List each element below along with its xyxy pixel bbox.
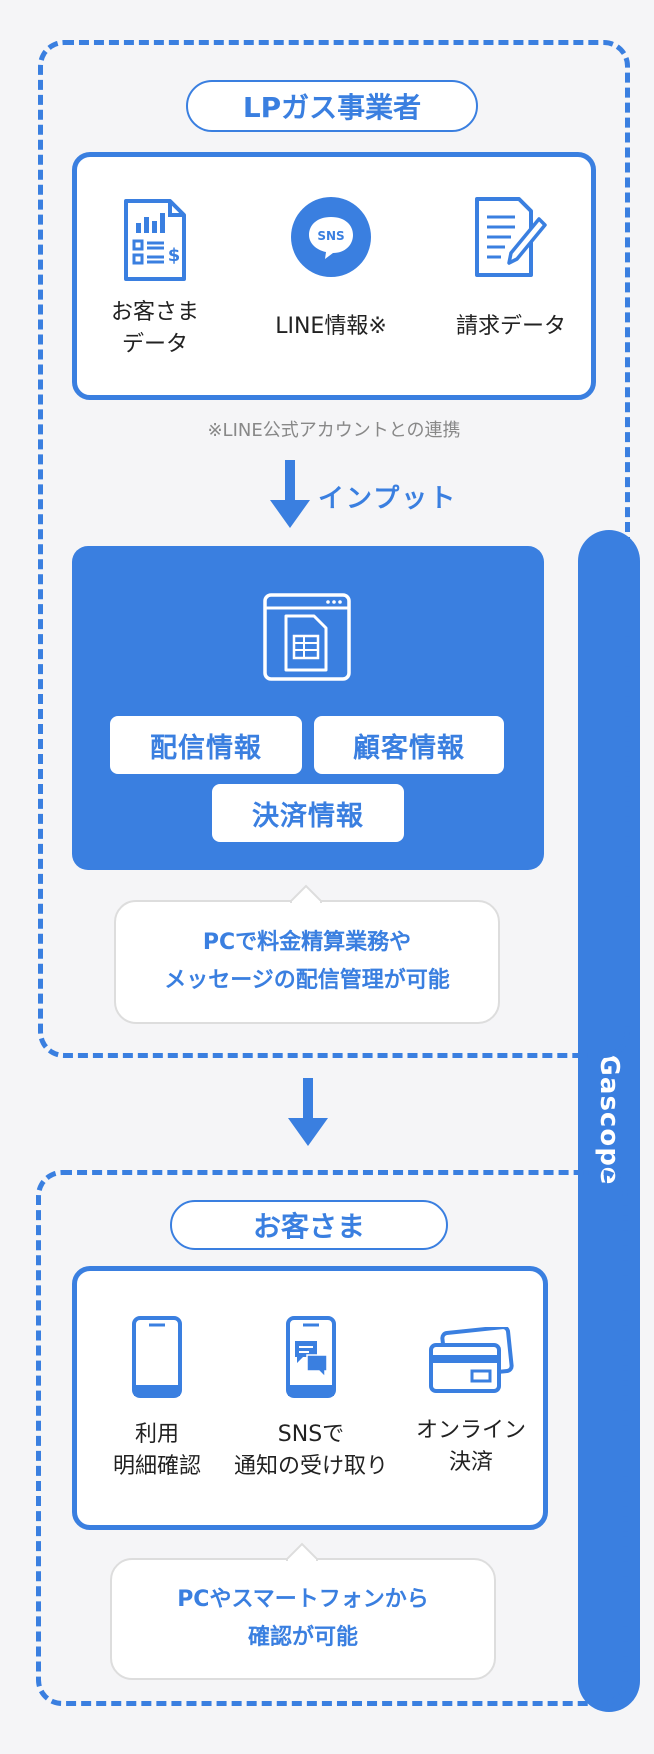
smartphone-chat-icon (286, 1316, 336, 1398)
usage-statement-label-1: 利用 (134, 1422, 179, 1447)
customer-bubble-line-2: 確認が可能 (247, 1625, 358, 1650)
line-info-label: LINE情報※ (275, 314, 387, 339)
customer-card: 利用 明細確認 SNSで 通知の受け取り オンライン 決済 (72, 1266, 548, 1530)
provider-data-card: $ お客さま データ SNS LINE情報※ 請求データ (72, 152, 596, 400)
billing-data-item: 請求データ (429, 195, 593, 343)
credit-card-icon (429, 1327, 514, 1393)
sns-chat-icon: SNS (291, 197, 371, 277)
customer-bubble: PCやスマートフォンから 確認が可能 (110, 1558, 496, 1680)
system-bubble-tail (290, 884, 322, 904)
customer-bubble-tail (286, 1542, 318, 1562)
down-arrow-icon-2 (288, 1078, 328, 1146)
sns-notification-label-1: SNSで (277, 1422, 345, 1447)
customer-data-icon: $ (124, 199, 186, 281)
online-payment-label-1: オンライン (415, 1418, 526, 1443)
sns-notification-item: SNSで 通知の受け取り (223, 1315, 399, 1483)
down-arrow-icon (270, 460, 310, 528)
input-label: インプット (318, 484, 458, 514)
system-bubble-line-2: メッセージの配信管理が可能 (164, 968, 450, 993)
billing-data-label: 請求データ (455, 314, 566, 339)
online-payment-label-2: 決済 (448, 1450, 493, 1475)
sns-notification-label-2: 通知の受け取り (233, 1454, 388, 1479)
system-bubble: PCで料金精算業務や メッセージの配信管理が可能 (114, 900, 500, 1024)
distribution-info-tag: 配信情報 (110, 716, 302, 774)
customer-data-label-1: お客さま (110, 300, 199, 325)
usage-statement-label-2: 明細確認 (112, 1454, 201, 1479)
customer-info-tag: 顧客情報 (314, 716, 504, 774)
billing-document-icon (475, 197, 547, 277)
customer-region (36, 1170, 628, 1706)
spreadsheet-window-icon (263, 593, 351, 681)
provider-title: LPガス事業者 (186, 80, 478, 132)
line-note: ※LINE公式アカウントとの連携 (207, 420, 461, 441)
sns-icon-text: SNS (317, 229, 344, 243)
customer-bubble-line-1: PCやスマートフォンから (177, 1587, 429, 1612)
system-bubble-line-1: PCで料金精算業務や (202, 930, 412, 955)
gascope-label: Gascope (594, 1054, 624, 1186)
payment-info-tag: 決済情報 (212, 784, 404, 842)
customer-data-item: $ お客さま データ (85, 197, 225, 361)
usage-statement-item: 利用 明細確認 (87, 1315, 227, 1483)
svg-text:$: $ (168, 245, 181, 266)
line-info-item: SNS LINE情報※ (241, 195, 421, 343)
provider-region (38, 40, 630, 1058)
online-payment-item: オンライン 決済 (397, 1327, 545, 1479)
smartphone-icon (132, 1316, 182, 1398)
customer-title: お客さま (170, 1200, 448, 1250)
customer-data-label-2: データ (121, 332, 188, 357)
